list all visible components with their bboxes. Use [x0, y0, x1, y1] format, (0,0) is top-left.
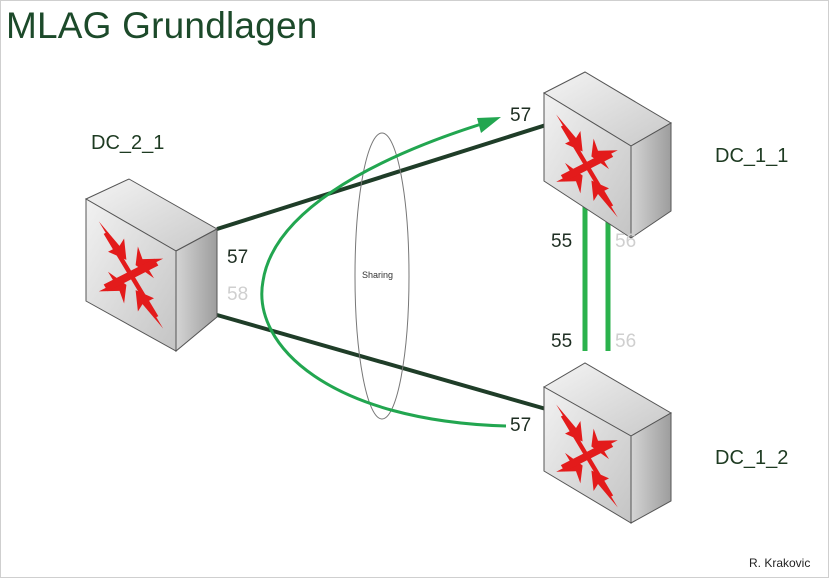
switch-label-dc12: DC_1_2: [715, 447, 789, 469]
port-dc21-inactive: 58: [227, 284, 249, 305]
lag-sharing-label: Sharing: [362, 270, 394, 280]
switch-label-dc11: DC_1_1: [715, 145, 789, 167]
lag-sharing-ellipse: [354, 132, 410, 420]
port-dc21-active: 57: [227, 247, 249, 268]
uplink-dc21-dc11: [216, 123, 547, 231]
switch-label-dc21: DC_2_1: [91, 132, 165, 154]
author-credit: R. Krakovic: [749, 556, 811, 570]
switch-dc12: [542, 362, 672, 524]
traffic-flow-arrow: [260, 119, 507, 428]
slide-title: MLAG Grundlagen: [6, 5, 318, 46]
traffic-flow-arrowhead: [477, 117, 501, 133]
port-dc12-peer-active: 55: [551, 331, 573, 352]
port-dc12-peer-inactive: 56: [615, 331, 637, 352]
port-dc12-uplink: 57: [510, 415, 532, 436]
switch-dc21: [84, 178, 219, 353]
uplink-dc21-dc12: [216, 313, 547, 411]
port-dc11-peer-active: 55: [551, 231, 573, 252]
switch-dc11: [542, 71, 672, 239]
port-dc11-uplink: 57: [510, 105, 532, 126]
port-dc11-peer-inactive: 56: [615, 231, 637, 252]
